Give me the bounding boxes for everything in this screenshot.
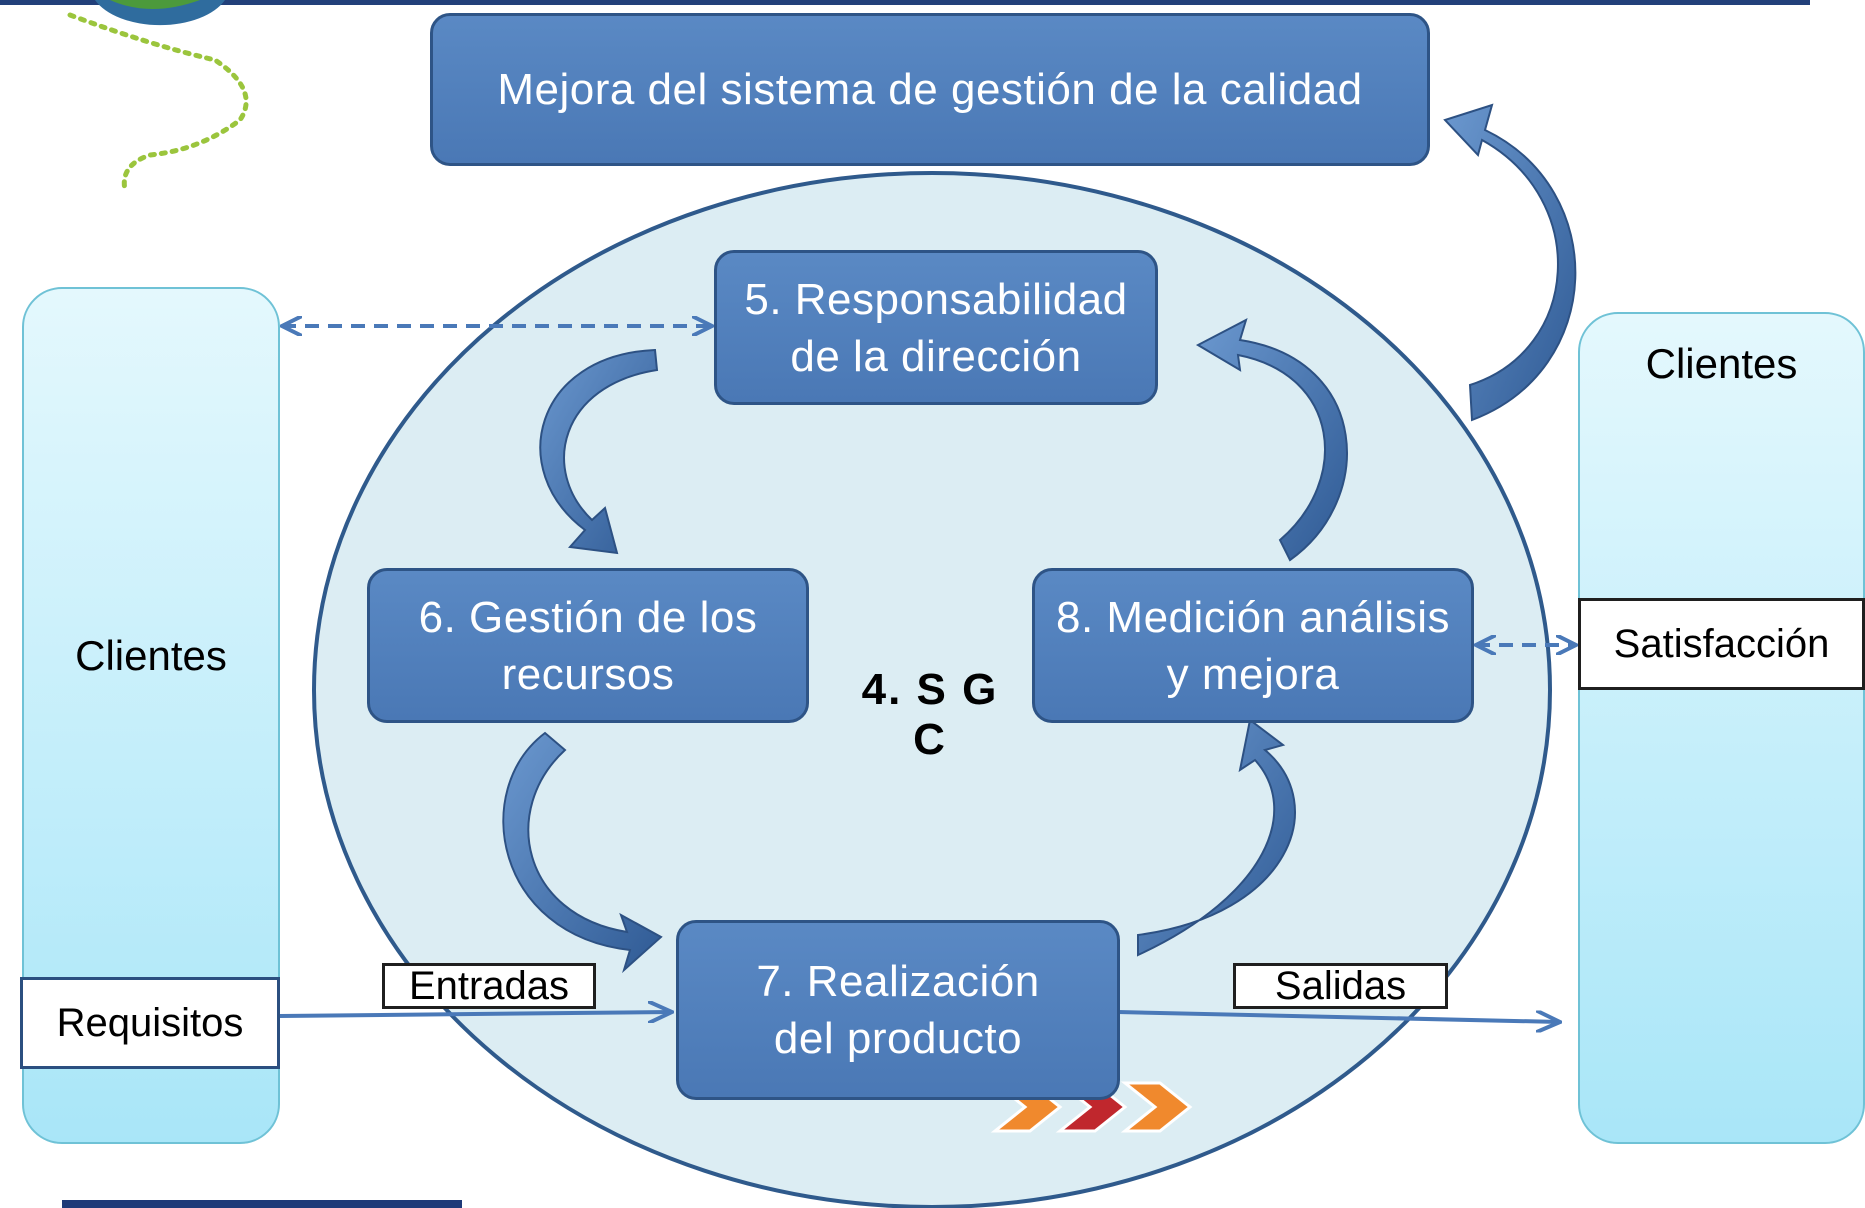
responsibility-box: 5. Responsabilidad de la dirección [714, 250, 1158, 405]
bottom-title-strip [62, 1200, 462, 1208]
measurement-line2: y mejora [1166, 649, 1340, 699]
globe-logo-icon [67, 0, 249, 193]
left-clients-label: Clientes [75, 632, 227, 679]
curved-arrow-6-to-7 [502, 731, 663, 974]
improvement-label: Mejora del sistema de gestión de la cali… [497, 65, 1363, 114]
input-arrow-line [279, 1012, 672, 1016]
realization-line2: del producto [773, 1014, 1023, 1063]
resources-line2: recursos [501, 649, 675, 699]
responsibility-line2: de la dirección [790, 331, 1082, 381]
resources-line1: 6. Gestión de los [418, 592, 758, 642]
salidas-tag: Salidas [1233, 963, 1448, 1009]
entradas-tag: Entradas [382, 963, 596, 1009]
sgc-center-label: 4. S G C [861, 665, 999, 764]
curved-arrow-8-to-5 [1195, 318, 1348, 562]
top-border-line [0, 0, 1810, 5]
right-clients-column [1578, 312, 1865, 1144]
curved-arrow-5-to-6 [539, 348, 659, 555]
measurement-line1: 8. Medición análisis [1056, 592, 1450, 642]
responsibility-line1: 5. Responsabilidad [744, 274, 1128, 324]
requisitos-tag: Requisitos [20, 977, 280, 1069]
realization-box: 7. Realización del producto [676, 920, 1120, 1100]
realization-line1: 7. Realización [756, 957, 1040, 1006]
measurement-box: 8. Medición análisis y mejora [1032, 568, 1474, 723]
satisfaccion-tag: Satisfacción [1578, 598, 1865, 690]
right-clients-label: Clientes [1645, 340, 1798, 387]
output-arrow-line [1117, 1010, 1560, 1022]
improvement-box: Mejora del sistema de gestión de la cali… [430, 13, 1430, 166]
curved-arrow-to-improvement [1443, 103, 1577, 422]
resources-box: 6. Gestión de los recursos [367, 568, 809, 723]
